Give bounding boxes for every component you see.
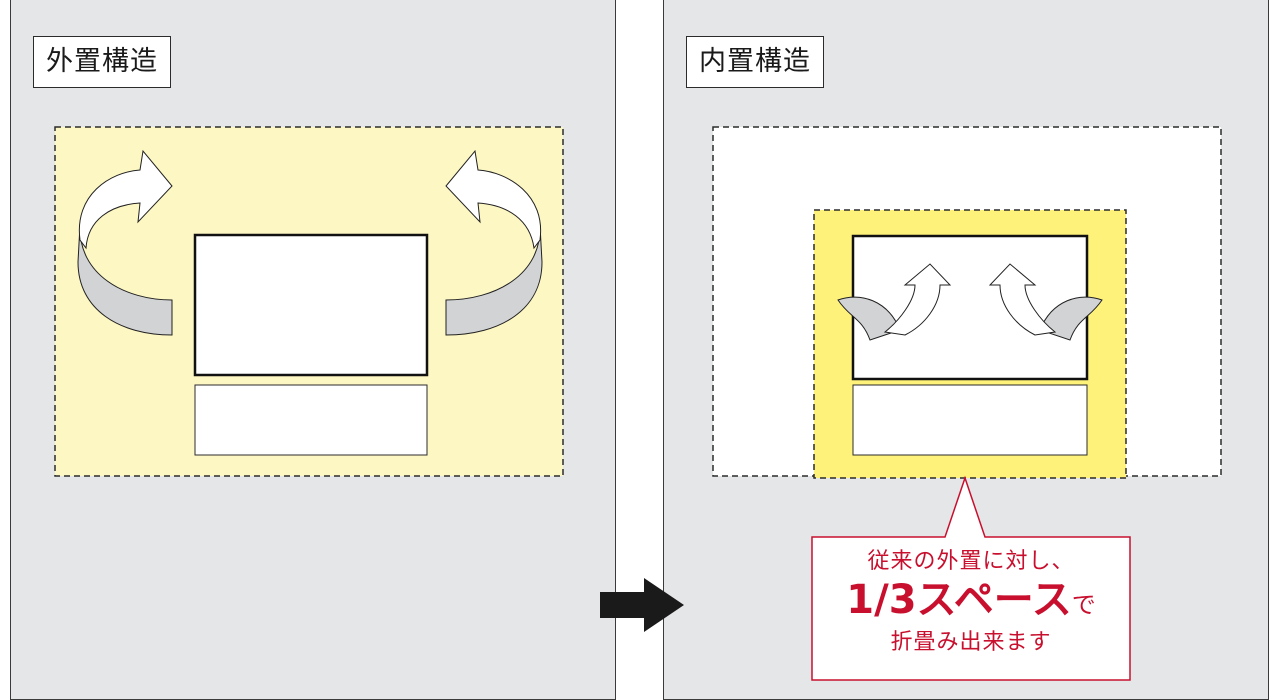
callout-line-1: 従来の外置に対し、 <box>867 549 1075 574</box>
callout-highlight: 1/3スペース <box>846 577 1072 623</box>
small-curved-arrow-right-icon <box>988 263 1103 341</box>
exterior-base-unit <box>194 384 428 456</box>
interior-main-unit <box>851 234 1089 381</box>
callout-highlight-line: 1/3スペースで <box>812 577 1130 628</box>
exterior-structure-title: 外置構造 <box>33 36 171 88</box>
transition-arrow-icon <box>600 578 684 632</box>
exterior-main-unit <box>193 233 429 377</box>
callout-balloon <box>811 475 1131 681</box>
interior-structure-title: 内置構造 <box>686 36 824 88</box>
curved-arrow-left-icon <box>77 149 173 336</box>
callout-highlight-suffix: で <box>1071 591 1096 619</box>
small-curved-arrow-left-icon <box>837 263 952 341</box>
interior-base-unit <box>852 384 1088 456</box>
callout-line-3: 折畳み出来ます <box>890 630 1052 655</box>
curved-arrow-right-icon <box>445 149 543 336</box>
callout-text: 従来の外置に対し、 1/3スペースで 折畳み出来ます <box>812 545 1130 658</box>
